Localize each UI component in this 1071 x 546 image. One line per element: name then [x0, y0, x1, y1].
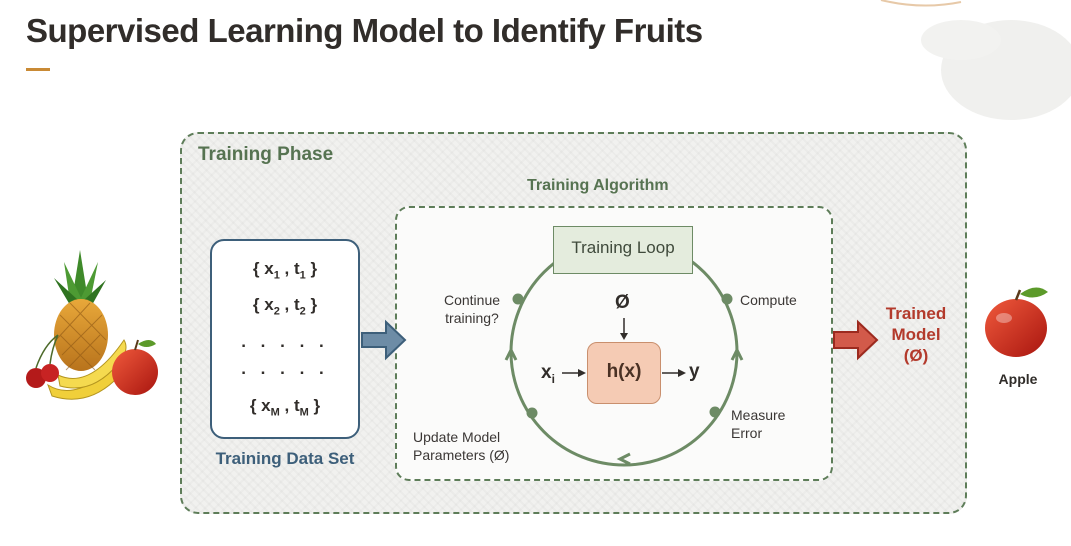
training-loop-label: Training Loop	[571, 238, 675, 257]
step-continue-training: Continue training?	[443, 292, 501, 326]
decorative-pattern	[880, 0, 1071, 120]
dataset-row: { xM , tM }	[249, 396, 321, 419]
apple-label: Apple	[998, 371, 1038, 387]
dataset-ellipsis: . . . . .	[241, 359, 329, 378]
measure-node	[709, 406, 721, 418]
dataset-row: { x1 , t1 }	[252, 259, 318, 282]
dataset-to-algorithm-arrow	[361, 319, 407, 361]
compute-node	[721, 293, 733, 305]
loop-chevron	[616, 452, 631, 466]
apple-image	[985, 287, 1048, 357]
input-symbol: xi	[541, 362, 555, 386]
model-function-label: h(x)	[606, 361, 642, 382]
parameter-symbol: Ø	[615, 292, 630, 313]
update-node	[526, 407, 538, 419]
dataset-row: { x2 , t2 }	[252, 295, 318, 318]
training-phase-label: Training Phase	[198, 144, 334, 165]
trained-model-label: Trained Model (Ø)	[885, 304, 947, 365]
step-compute: Compute	[740, 292, 797, 308]
algorithm-to-model-arrow	[833, 319, 879, 361]
step-update-parameters: Update Model Parameters (Ø)	[413, 429, 510, 463]
continue-node	[512, 293, 524, 305]
dataset-ellipsis: . . . . .	[241, 332, 329, 351]
training-dataset-label: Training Data Set	[215, 449, 355, 468]
output-symbol: y	[689, 361, 700, 382]
model-function-box	[587, 342, 661, 404]
title-accent-bar	[26, 68, 50, 71]
step-measure-error: Measure Error	[731, 407, 786, 441]
training-dataset-box	[210, 239, 360, 439]
training-loop-box	[553, 226, 693, 274]
fruit-basket-image	[26, 250, 158, 400]
loop-chevron	[504, 346, 518, 361]
loop-chevron	[730, 346, 744, 361]
training-algorithm-label: Training Algorithm	[527, 177, 669, 194]
slide-title: Supervised Learning Model to Identify Fr…	[26, 12, 703, 49]
